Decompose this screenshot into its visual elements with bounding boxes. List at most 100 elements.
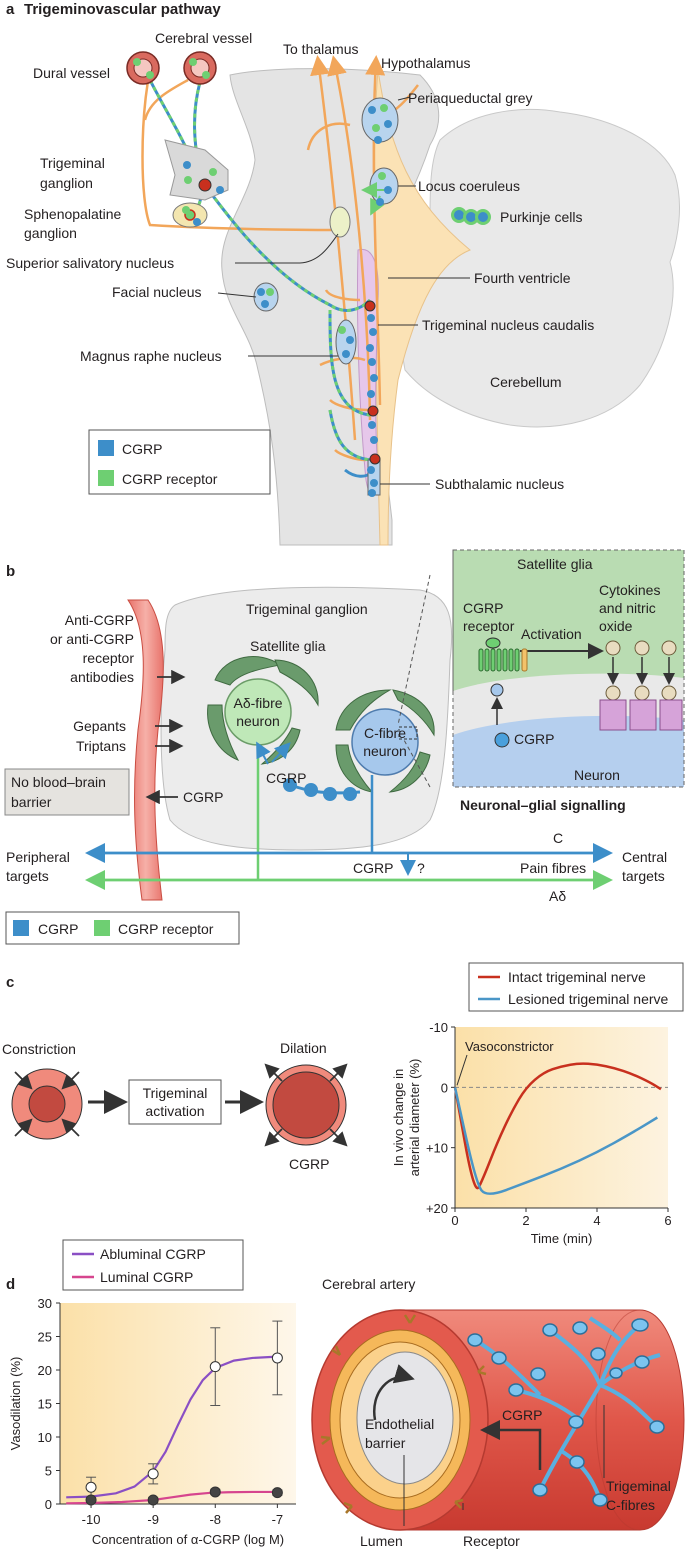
label-gepants: Gepants — [73, 718, 126, 734]
cell-dot — [209, 168, 217, 176]
purkinje-cells — [451, 207, 491, 225]
label-trigeminal-activation-2: activation — [145, 1103, 204, 1119]
cell-dot — [261, 300, 269, 308]
chart-c-y-tick-label: +10 — [426, 1141, 448, 1156]
label-cerebral-artery: Cerebral artery — [322, 1276, 415, 1292]
no-bbb-box: No blood–brain barrier — [4, 768, 130, 816]
chart-c-background — [455, 1027, 668, 1208]
cell-dot — [369, 328, 377, 336]
cerebral-vessel — [183, 51, 217, 85]
label-c-fibre-neuron-1: C-fibre — [364, 725, 406, 741]
label-a-delta-neuron-2: neuron — [236, 713, 280, 729]
cell-dot — [366, 344, 374, 352]
constricted-vessel — [11, 1068, 83, 1140]
chart-d-y-tick-label: 25 — [38, 1330, 52, 1345]
cell-dot — [367, 314, 375, 322]
legend-d-luminal: Luminal CGRP — [100, 1269, 193, 1285]
cell-dot — [368, 358, 376, 366]
label-antibodies-2: or anti-CGRP — [50, 631, 134, 647]
legend-a-receptor-swatch — [98, 470, 114, 486]
chart-d-xlabel: Concentration of α-CGRP (log M) — [92, 1532, 284, 1547]
receptors-on-artery — [320, 1314, 487, 1514]
chart-c-x-tick-label: 2 — [522, 1213, 529, 1228]
label-trigeminal-ganglion-1: Trigeminal — [40, 155, 105, 171]
label-periaqueductal-grey: Periaqueductal grey — [408, 90, 533, 106]
chart-d-point-abluminal — [209, 1361, 221, 1373]
cell-dot — [216, 186, 224, 194]
cell-dot — [193, 218, 201, 226]
chart-d-point-abluminal — [85, 1481, 97, 1493]
label-antibodies-3: receptor — [83, 650, 135, 666]
cell-dot — [133, 58, 141, 66]
label-peripheral-targets-2: targets — [6, 868, 49, 884]
chart-d-point-luminal — [85, 1494, 97, 1506]
chart-c-ylabel-1: In vivo change in — [391, 1069, 406, 1167]
cell-dot — [266, 288, 274, 296]
label-cgrp-receptor-1: CGRP — [463, 600, 503, 616]
a-delta-neuron — [224, 678, 292, 746]
drug-arrows — [145, 669, 186, 805]
label-c-fibre-neuron-2: neuron — [363, 743, 407, 759]
chart-d-point-luminal — [209, 1486, 221, 1498]
cell-dot — [368, 489, 376, 497]
label-cgrp-artery: CGRP — [502, 1407, 542, 1423]
label-no-bbb-2: barrier — [11, 794, 52, 810]
chart-d-y-tick-label: 5 — [45, 1464, 52, 1479]
label-cgrp-dilation: CGRP — [289, 1156, 329, 1172]
trigeminal-ganglion-blob — [160, 586, 453, 851]
chart-d: Vasodilation (%) Concentration of α-CGRP… — [8, 1296, 296, 1547]
label-cerebellum: Cerebellum — [490, 374, 562, 390]
periaqueductal-grey-shape — [361, 97, 399, 143]
legend-b-cgrp: CGRP — [38, 921, 78, 937]
label-antibodies-4: antibodies — [70, 669, 134, 685]
label-hypothalamus: Hypothalamus — [381, 55, 471, 71]
label-endothelial-2: barrier — [365, 1435, 406, 1451]
legend-a: CGRP CGRP receptor — [88, 429, 271, 495]
label-trigeminal-ganglion-2: ganglion — [40, 175, 93, 191]
label-c: C — [553, 830, 563, 846]
label-vasoconstrictor: Vasoconstrictor — [465, 1039, 554, 1054]
cell-dot — [367, 390, 375, 398]
chart-c-x-tick-label: 4 — [593, 1213, 600, 1228]
label-activation: Activation — [521, 626, 582, 642]
label-no-bbb-1: No blood–brain — [11, 774, 106, 790]
cell-dot — [374, 136, 382, 144]
chart-d-background — [60, 1303, 296, 1504]
legend-b-cgrp-swatch — [13, 920, 29, 936]
panel-a-letter: a — [6, 1, 15, 18]
cell-dot — [370, 479, 378, 487]
panel-c: c Constriction Trigeminal activation Dil… — [2, 962, 684, 1246]
cell-dot — [384, 186, 392, 194]
cgrp-receptor-icon — [478, 637, 528, 672]
legend-d-abluminal: Abluminal CGRP — [100, 1246, 206, 1262]
cell-dot — [372, 124, 380, 132]
label-cgrp-vessel: CGRP — [183, 789, 223, 805]
c-fibre-neuron — [351, 708, 419, 776]
chart-d-y-tick-label: 15 — [38, 1397, 52, 1412]
chart-d-point-luminal — [147, 1494, 159, 1506]
label-a-delta: Aδ — [549, 888, 566, 904]
chart-c-legend: Intact trigeminal nerve Lesioned trigemi… — [468, 962, 684, 1012]
label-trigeminal-activation-1: Trigeminal — [143, 1085, 208, 1101]
cell-dot — [189, 58, 197, 66]
chart-c-y-tick-label: +20 — [426, 1201, 448, 1216]
chart-c-series-lesioned — [453, 1087, 658, 1195]
panel-b-letter: b — [6, 563, 15, 580]
label-trigeminal-c-fibres-1: Trigeminal — [606, 1478, 671, 1494]
panel-d: d Abluminal CGRP Luminal CGRP Vasodilati… — [6, 1239, 685, 1549]
cell-dot — [146, 71, 154, 79]
cell-dot — [182, 206, 190, 214]
legend-a-receptor: CGRP receptor — [122, 471, 218, 487]
neuronal-glial-inset: Satellite glia CGRP receptor Activation … — [397, 549, 685, 788]
label-cgrp-receptor-2: receptor — [463, 618, 515, 634]
legend-b-receptor-swatch — [94, 920, 110, 936]
superior-salivatory-nucleus-shape — [329, 206, 351, 238]
cell-dot — [346, 336, 354, 344]
cell-dot — [370, 436, 378, 444]
label-inset-cgrp: CGRP — [514, 731, 554, 747]
label-dilation: Dilation — [280, 1040, 327, 1056]
cell-dot — [380, 104, 388, 112]
legend-c-intact: Intact trigeminal nerve — [508, 969, 646, 985]
label-constriction: Constriction — [2, 1041, 76, 1057]
label-cytokines-2: and nitric — [599, 600, 656, 616]
